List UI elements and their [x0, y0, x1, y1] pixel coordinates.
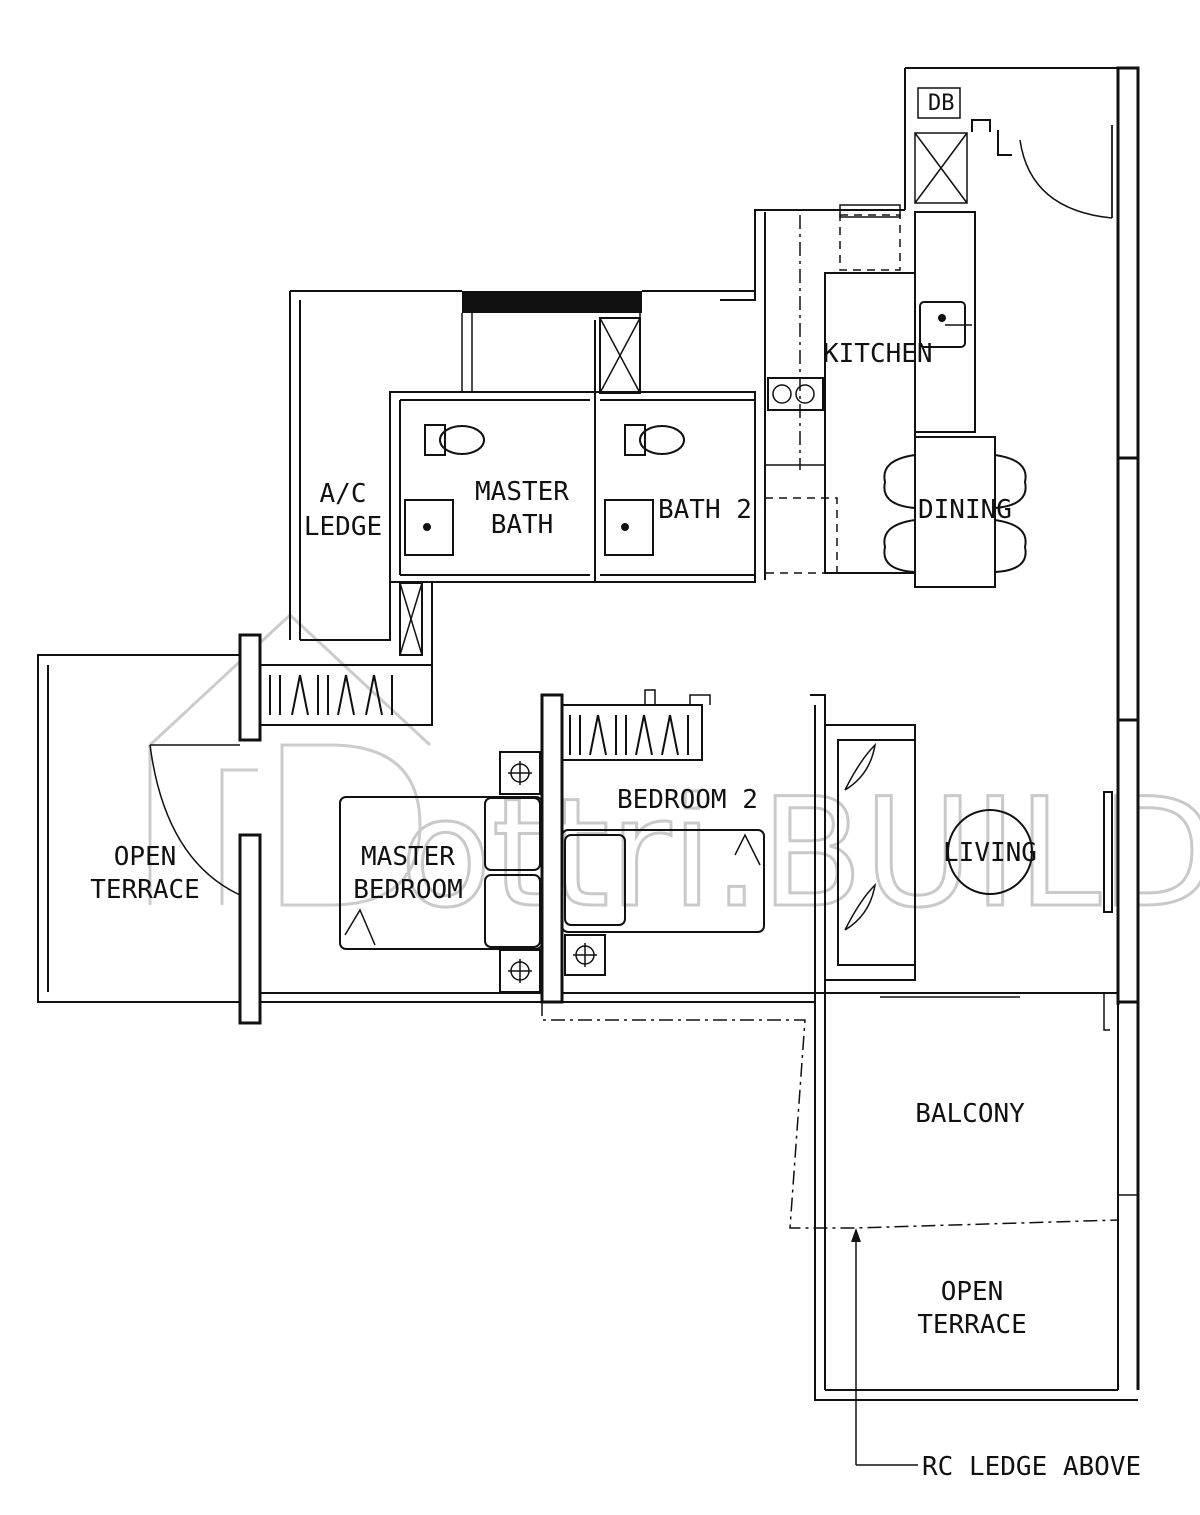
label-master-bedroom-line1: MASTER: [361, 842, 455, 872]
label-open-terrace-left-line2: TERRACE: [90, 875, 200, 905]
label-ac-ledge-line1: A/C: [320, 479, 367, 509]
watermark-house-door: [220, 768, 258, 905]
label-bath-2: BATH 2: [658, 495, 752, 525]
label-bedroom-2: BEDROOM 2: [617, 785, 758, 815]
label-living: LIVING: [943, 838, 1037, 868]
label-open-terrace-bottom-line2: TERRACE: [917, 1310, 1027, 1340]
label-dining: DINING: [918, 495, 1012, 525]
watermark: ottri.BUILD: [148, 612, 1200, 943]
watermark-house-outline: [148, 612, 432, 905]
label-rc-ledge-above: RC LEDGE ABOVE: [922, 1452, 1141, 1482]
label-kitchen: KITCHEN: [823, 339, 933, 369]
label-balcony: BALCONY: [915, 1099, 1025, 1129]
label-open-terrace-left-line1: OPEN: [114, 842, 177, 872]
walls: [37, 66, 1140, 1466]
label-master-bedroom-line2: BEDROOM: [353, 875, 463, 905]
label-master-bath-line1: MASTER: [475, 477, 569, 507]
label-master-bath-line2: BATH: [491, 510, 554, 540]
label-ac-ledge-line2: LEDGE: [304, 512, 382, 542]
label-db: DB: [928, 91, 955, 116]
label-open-terrace-bottom-line1: OPEN: [941, 1277, 1004, 1307]
room-labels: DB KITCHEN DINING A/C LEDGE MASTER BATH …: [90, 91, 1141, 1482]
watermark-d-letter: [280, 743, 422, 907]
